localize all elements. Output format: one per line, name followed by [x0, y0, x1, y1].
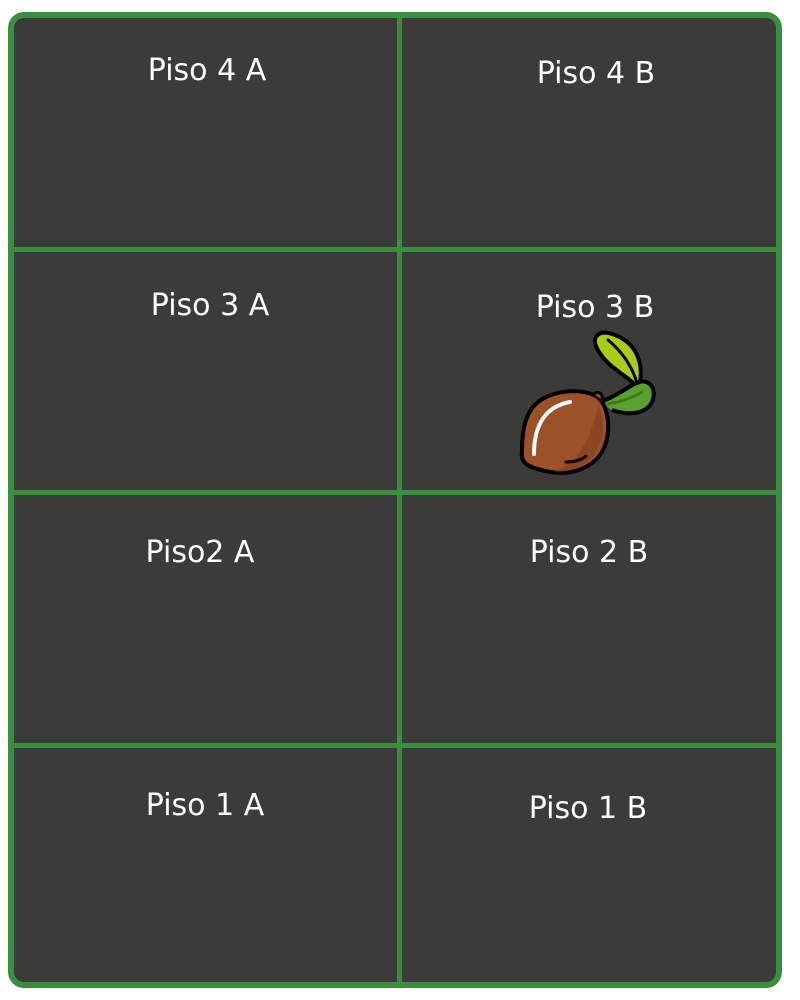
row-divider-1 — [14, 247, 776, 252]
cell-piso-2-a[interactable]: Piso2 A — [14, 495, 397, 743]
floor-grid: Piso 4 A Piso 4 B Piso 3 A Piso 3 B Piso… — [8, 12, 782, 988]
cell-piso-4-a[interactable]: Piso 4 A — [14, 18, 397, 247]
cell-label-piso-1-b: Piso 1 B — [528, 791, 648, 826]
cell-piso-2-b[interactable]: Piso 2 B — [402, 495, 776, 743]
cell-label-piso-3-a: Piso 3 A — [150, 288, 270, 323]
cell-label-piso-4-b: Piso 4 B — [536, 56, 656, 91]
cell-label-piso-2-a: Piso2 A — [145, 535, 255, 570]
cell-label-piso-2-b: Piso 2 B — [529, 535, 649, 570]
cell-label-piso-3-b: Piso 3 B — [535, 290, 655, 325]
row-divider-2 — [14, 490, 776, 495]
sprouting-seed-icon[interactable] — [508, 318, 658, 478]
cell-piso-3-b[interactable]: Piso 3 B — [402, 252, 776, 490]
cell-label-piso-4-a: Piso 4 A — [147, 53, 267, 88]
row-divider-3 — [14, 743, 776, 748]
cell-label-piso-1-a: Piso 1 A — [145, 788, 265, 823]
column-divider — [397, 18, 402, 982]
cell-piso-4-b[interactable]: Piso 4 B — [402, 18, 776, 247]
cell-piso-1-a[interactable]: Piso 1 A — [14, 748, 397, 982]
cell-piso-1-b[interactable]: Piso 1 B — [402, 748, 776, 982]
cell-piso-3-a[interactable]: Piso 3 A — [14, 252, 397, 490]
